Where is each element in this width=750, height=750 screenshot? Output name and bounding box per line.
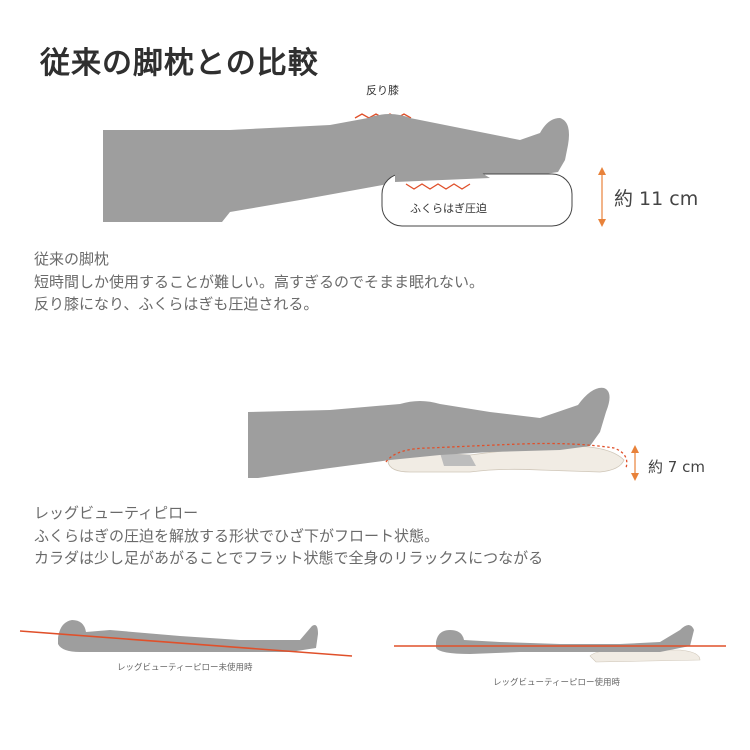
desc-line: 短時間しか使用することが難しい。高すぎるのでそまま眠れない。 bbox=[34, 272, 485, 291]
desc-line: レッグビューティピロー bbox=[34, 504, 199, 522]
height-label-11cm: 約 11 cm bbox=[614, 188, 699, 210]
desc-line: 反り膝になり、ふくらはぎも圧迫される。 bbox=[34, 295, 319, 313]
body-with-pillow bbox=[394, 625, 726, 663]
desc-line: カラダは少し足があがることでフラット状態で全身のリラックスにつながる bbox=[34, 549, 544, 567]
leg-silhouette bbox=[103, 114, 569, 222]
leg-silhouette bbox=[248, 387, 610, 478]
height-label-7cm: 約 7 cm bbox=[648, 458, 705, 476]
leg-beauty-description: レッグビューティピロー ふくらはぎの圧迫を解放する形状でひざ下がフロート状態。 … bbox=[34, 502, 543, 570]
body-without-pillow bbox=[19, 620, 353, 657]
knee-label: 反り膝 bbox=[366, 84, 399, 97]
desc-line: ふくらはぎの圧迫を解放する形状でひざ下がフロート状態。 bbox=[34, 526, 440, 545]
calf-label: ふくらはぎ圧迫 bbox=[410, 202, 487, 215]
calf-stress-mark bbox=[405, 183, 471, 190]
body-line-tilted bbox=[19, 630, 353, 657]
caption-with-pillow: レッグビューティーピロー使用時 bbox=[493, 678, 620, 688]
conventional-description: 従来の脚枕 短時間しか使用することが難しい。高すぎるのでそまま眠れない。 反り膝… bbox=[34, 248, 484, 316]
caption-without-pillow: レッグビューティーピロー未使用時 bbox=[117, 663, 253, 673]
desc-line: 従来の脚枕 bbox=[34, 250, 110, 268]
page-title: 従来の脚枕との比較 bbox=[40, 46, 319, 81]
